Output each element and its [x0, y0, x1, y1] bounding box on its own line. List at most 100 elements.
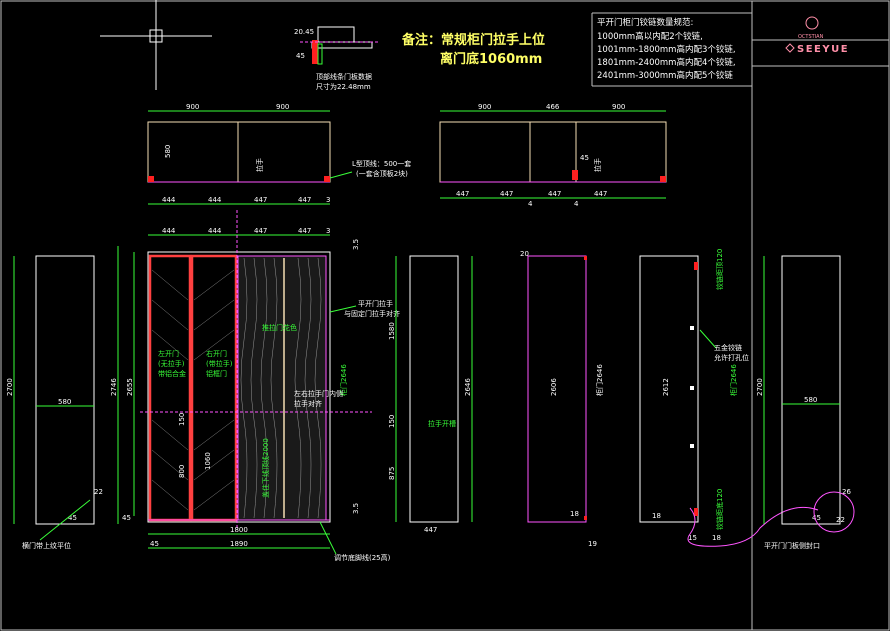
door-left-label-2: (无拉手) [158, 359, 185, 368]
plan-right-b4: 447 [548, 190, 561, 198]
side-elevation-b: 2606 柜门2646 20 18 19 [520, 250, 604, 548]
door-left-label-3: 带铝合金 [158, 369, 186, 378]
front-mid-dim-1: 150 [178, 413, 186, 426]
side-d-small-3: 26 [842, 488, 851, 496]
side-elevation-d: 2700 580 45 22 26 平开门门板侧封口 [756, 255, 855, 550]
front-top-1: 444 [162, 227, 176, 235]
side-b-total: 2606 [550, 378, 558, 396]
plan-left-dim-1: 900 [186, 103, 199, 111]
front-width-total: 1800 [230, 526, 248, 534]
side-d-small-2: 22 [836, 516, 845, 524]
plan-right-handle: 拉手 [593, 158, 602, 172]
front-mid-dim-2: 800 [178, 465, 186, 478]
hinge-rule-2: 1001mm-1800mm高内配3个铰链, [597, 44, 736, 55]
top-detail-dim-a: 20.45 [294, 28, 314, 36]
front-top-4: 447 [298, 227, 311, 235]
front-top-2: 444 [208, 227, 222, 235]
left-side-panel: 2700 580 45 22 横门带上纹平位 [6, 255, 103, 550]
side-c-total: 2612 [662, 378, 670, 396]
plan-left-b3: 447 [254, 196, 267, 204]
side-b-label: 柜门2646 [595, 364, 604, 396]
side-a-dim-3: 875 [388, 467, 396, 480]
side-b-top: 20 [520, 250, 529, 258]
hinge-rules-box: 平开门柜门铰链数量规范: 1000mm高以内配2个铰链, 1001mm-1800… [597, 17, 736, 81]
logo-diamond-icon [785, 43, 795, 53]
side-elevation-a: 1580 150 875 2646 拉手开槽 447 [388, 255, 473, 534]
hinge-rules-title: 平开门柜门铰链数量规范: [597, 17, 693, 28]
plan-right-dim-2: 466 [546, 103, 560, 111]
front-top-5: 3 [326, 227, 330, 235]
side-c-note-1: 五金铰链 [714, 343, 742, 352]
left-side-height: 2700 [6, 378, 14, 396]
side-b-bottom: 18 [570, 510, 579, 518]
plan-view-left: 900 900 580 拉手 444 444 447 447 3 L型顶线：50… [147, 103, 411, 205]
side-d-width: 580 [804, 396, 817, 404]
plan-left-b4: 447 [298, 196, 311, 204]
hinge-rule-1: 1000mm高以内配2个铰链, [597, 31, 703, 42]
side-c-bottom-small: 15 [688, 534, 697, 542]
side-d-height: 2700 [756, 378, 764, 396]
left-bottom-label: 横门带上纹平位 [22, 541, 71, 550]
front-note-right-1: 平开门拉手 [358, 299, 393, 308]
left-side-small: 45 [68, 514, 77, 522]
side-c-bottom-2: 18 [712, 534, 721, 542]
plan-right-small: 45 [580, 154, 589, 162]
plan-left-b1: 444 [162, 196, 176, 204]
plan-left-b5: 3 [326, 196, 330, 204]
front-top-dims: 444 444 447 447 3 [148, 227, 330, 236]
note-line-1: 备注：常规柜门拉手上位 [401, 32, 545, 48]
door-mid-label-1: 右开门 [206, 349, 227, 358]
side-a-bottom: 447 [424, 526, 437, 534]
door-mid-label-2: (带拉手) [206, 359, 233, 368]
side-c-label: 柜门2646 [729, 364, 738, 396]
plan-right-b3: 4 [528, 200, 533, 208]
plan-right-dim-3: 900 [612, 103, 625, 111]
top-detail-caption-2: 尺寸为22.48mm [316, 82, 371, 91]
front-note-right-2: 与固定门拉手对齐 [344, 309, 400, 318]
side-c-bottom-1: 18 [652, 512, 661, 520]
front-right-top: 3.5 [352, 239, 360, 250]
top-detail-dim-b: 45 [296, 52, 305, 60]
plan-left-handle: 拉手 [255, 158, 264, 172]
side-b-bottom2: 19 [588, 540, 597, 548]
left-side-width: 580 [58, 398, 71, 406]
side-c-note-2: 允许打孔位 [714, 353, 749, 362]
front-bottom-note: 盖住下线顶线2000 [261, 438, 270, 498]
plan-right-dim-1: 900 [478, 103, 491, 111]
front-height-total: 2746 [110, 378, 118, 396]
brand-logo: OCTSTIAN SEEYUE [785, 16, 849, 55]
door-right-label-2: 柜门2646 [339, 364, 348, 396]
logo-emblem-icon [805, 16, 819, 30]
note-line-2: 离门底1060mm [440, 51, 542, 67]
front-top-3: 447 [254, 227, 267, 235]
plan-right-b6: 4 [574, 200, 579, 208]
front-note-mid-1: 左右拉手门内侧 [294, 389, 343, 398]
front-bottom-label: 调节底脚线(25高) [334, 553, 391, 562]
door-mid-label-3: 铝框门 [206, 369, 227, 378]
front-bottom-left: 45 [150, 540, 159, 548]
side-a-dim-2: 150 [388, 415, 396, 428]
plan-view-right: 900 466 900 45 拉手 447 447 4 447 447 4 [439, 103, 667, 208]
side-c-top-hinge: 铰链距顶120 [715, 249, 724, 290]
front-mid-dim-3: 1060 [204, 452, 212, 470]
plan-right-b2: 447 [500, 190, 513, 198]
plan-left-note-2: (一套含顶板2块) [356, 169, 408, 178]
plan-left-note: L型顶线：500一套 [352, 159, 411, 168]
front-width-inner: 1890 [230, 540, 248, 548]
hinge-rule-3: 1801mm-2400mm高内配4个铰链, [597, 57, 736, 68]
front-note-mid-2: 拉手对齐 [294, 399, 322, 408]
plan-left-dim-2: 900 [276, 103, 289, 111]
front-height-inner: 2655 [126, 378, 134, 396]
side-a-total: 2646 [464, 378, 472, 396]
plan-right-b5: 447 [594, 190, 607, 198]
left-side-small2: 22 [94, 488, 103, 496]
cad-crosshair-icon [100, 0, 212, 90]
plan-right-b1: 447 [456, 190, 469, 198]
plan-left-depth: 580 [164, 145, 172, 158]
side-d-label: 平开门门板侧封口 [764, 541, 820, 550]
logo-small-text: OCTSTIAN [798, 34, 824, 40]
plan-left-b2: 444 [208, 196, 222, 204]
logo-brand-text: SEEYUE [797, 44, 849, 55]
